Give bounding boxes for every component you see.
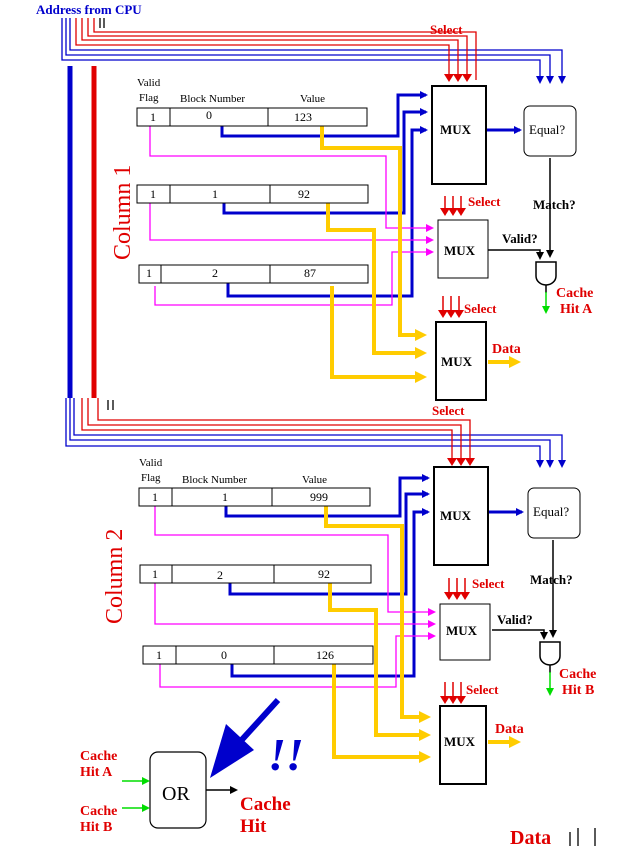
bottom-data-ticks: [569, 828, 596, 846]
select-label-col1-c: Select: [464, 301, 497, 316]
cache-hit-a-line2: Hit A: [560, 302, 593, 317]
row-col2-1-valid: 1: [152, 567, 158, 581]
value-header-col2: Value: [302, 474, 327, 486]
mux-label-col2-c: MUX: [444, 734, 476, 749]
select-label-col2-b: Select: [472, 576, 505, 591]
row-col2-0-value: 999: [310, 490, 328, 504]
cache-hit-output-line2: Hit: [240, 816, 267, 837]
mux-data-col1: [435, 321, 487, 401]
block-wires-col1: [220, 91, 428, 298]
equal-box-col2: [527, 487, 581, 539]
mux-label-col2-b: MUX: [446, 623, 478, 638]
address-bus-mid: [65, 398, 566, 468]
row-col2-0-valid: 1: [152, 490, 158, 504]
cache-row-col2-0: [138, 487, 371, 507]
cache-row-col1-0: [136, 107, 368, 127]
mux-label-col1-b: MUX: [444, 243, 476, 258]
equal-box-col1: [523, 105, 577, 157]
valid-q-label-col1: Valid?: [502, 231, 538, 246]
cache-row-col1-1: [136, 184, 369, 204]
mux-label-col1-a: MUX: [440, 122, 472, 137]
flag-header-col1: Flag: [139, 92, 159, 104]
data-label-col2: Data: [495, 722, 524, 737]
value-wires-col2: [324, 506, 521, 763]
select-arrows-col2: [440, 578, 470, 704]
column-1-label: Column 1: [110, 165, 136, 260]
select-label-col1-b: Select: [468, 194, 501, 209]
cache-hit-b-line1: Cache: [559, 667, 596, 682]
row-col1-2-block: 2: [212, 266, 218, 280]
select-label-col2-a: Select: [432, 403, 465, 418]
address-from-cpu-label: Address from CPU: [36, 2, 142, 17]
equal-label-col1: Equal?: [529, 122, 565, 137]
value-header-col1: Value: [300, 93, 325, 105]
match-label-col1: Match?: [533, 197, 576, 212]
or-input-b-line1: Cache: [80, 804, 117, 819]
select-arrows-col1: [438, 196, 466, 318]
row-col2-2-valid: 1: [156, 648, 162, 662]
block-header-col2: Block Number: [182, 474, 247, 486]
mux-data-col2: [439, 705, 487, 785]
block-wires-col2: [224, 474, 430, 678]
cache-hit-output-line1: Cache: [240, 794, 291, 815]
big-arrow-icon: [210, 697, 281, 778]
row-col1-0-block: 0: [206, 108, 212, 122]
mux-address-col2: [433, 466, 489, 566]
cache-hit-a-line1: Cache: [556, 286, 593, 301]
row-col2-1-block: 2: [217, 568, 223, 582]
or-input-b-line2: Hit B: [80, 820, 112, 835]
cache-row-col2-2: [142, 645, 374, 665]
row-col1-2-value: 87: [304, 266, 316, 280]
or-gate-label: OR: [162, 783, 190, 805]
cache-row-col1-2: [138, 264, 369, 284]
mux-label-col2-a: MUX: [440, 508, 472, 523]
match-label-col2: Match?: [530, 572, 573, 587]
cache-row-col2-1: [139, 564, 372, 584]
equal-label-col2: Equal?: [533, 504, 569, 519]
match-logic-col2: [492, 540, 561, 673]
value-wires-col1: [320, 126, 521, 383]
valid-header-col1: Valid: [137, 77, 161, 89]
block-header-col1: Block Number: [180, 93, 245, 105]
match-logic-col1: [488, 158, 557, 293]
flag-header-col2: Flag: [141, 472, 161, 484]
exclamation-marks: !!: [268, 729, 304, 780]
mux-label-col1-c: MUX: [441, 354, 473, 369]
column-2-label: Column 2: [102, 529, 128, 624]
mux-address-col1: [431, 85, 487, 185]
select-label-col1-a: Select: [430, 22, 463, 37]
row-col1-2-valid: 1: [146, 266, 152, 280]
mux-valid-col2: [439, 603, 491, 661]
row-col1-0-value: 123: [294, 110, 312, 124]
select-label-col2-c: Select: [466, 682, 499, 697]
row-col1-1-valid: 1: [150, 187, 156, 201]
or-input-a-line2: Hit A: [80, 765, 113, 780]
row-col2-1-value: 92: [318, 567, 330, 581]
row-col2-2-block: 0: [221, 648, 227, 662]
row-col1-1-block: 1: [212, 187, 218, 201]
mux-valid-col1: [437, 219, 489, 279]
address-bus-top: [61, 18, 566, 84]
data-label-col1: Data: [492, 342, 521, 357]
row-col1-1-value: 92: [298, 187, 310, 201]
valid-q-label-col2: Valid?: [497, 612, 533, 627]
or-input-a-line1: Cache: [80, 749, 117, 764]
valid-header-col2: Valid: [139, 457, 163, 469]
bottom-data-label: Data: [510, 827, 551, 848]
row-col2-2-value: 126: [316, 648, 334, 662]
row-col2-0-block: 1: [222, 490, 228, 504]
cache-hit-b-line2: Hit B: [562, 683, 594, 698]
row-col1-0-valid: 1: [150, 110, 156, 124]
